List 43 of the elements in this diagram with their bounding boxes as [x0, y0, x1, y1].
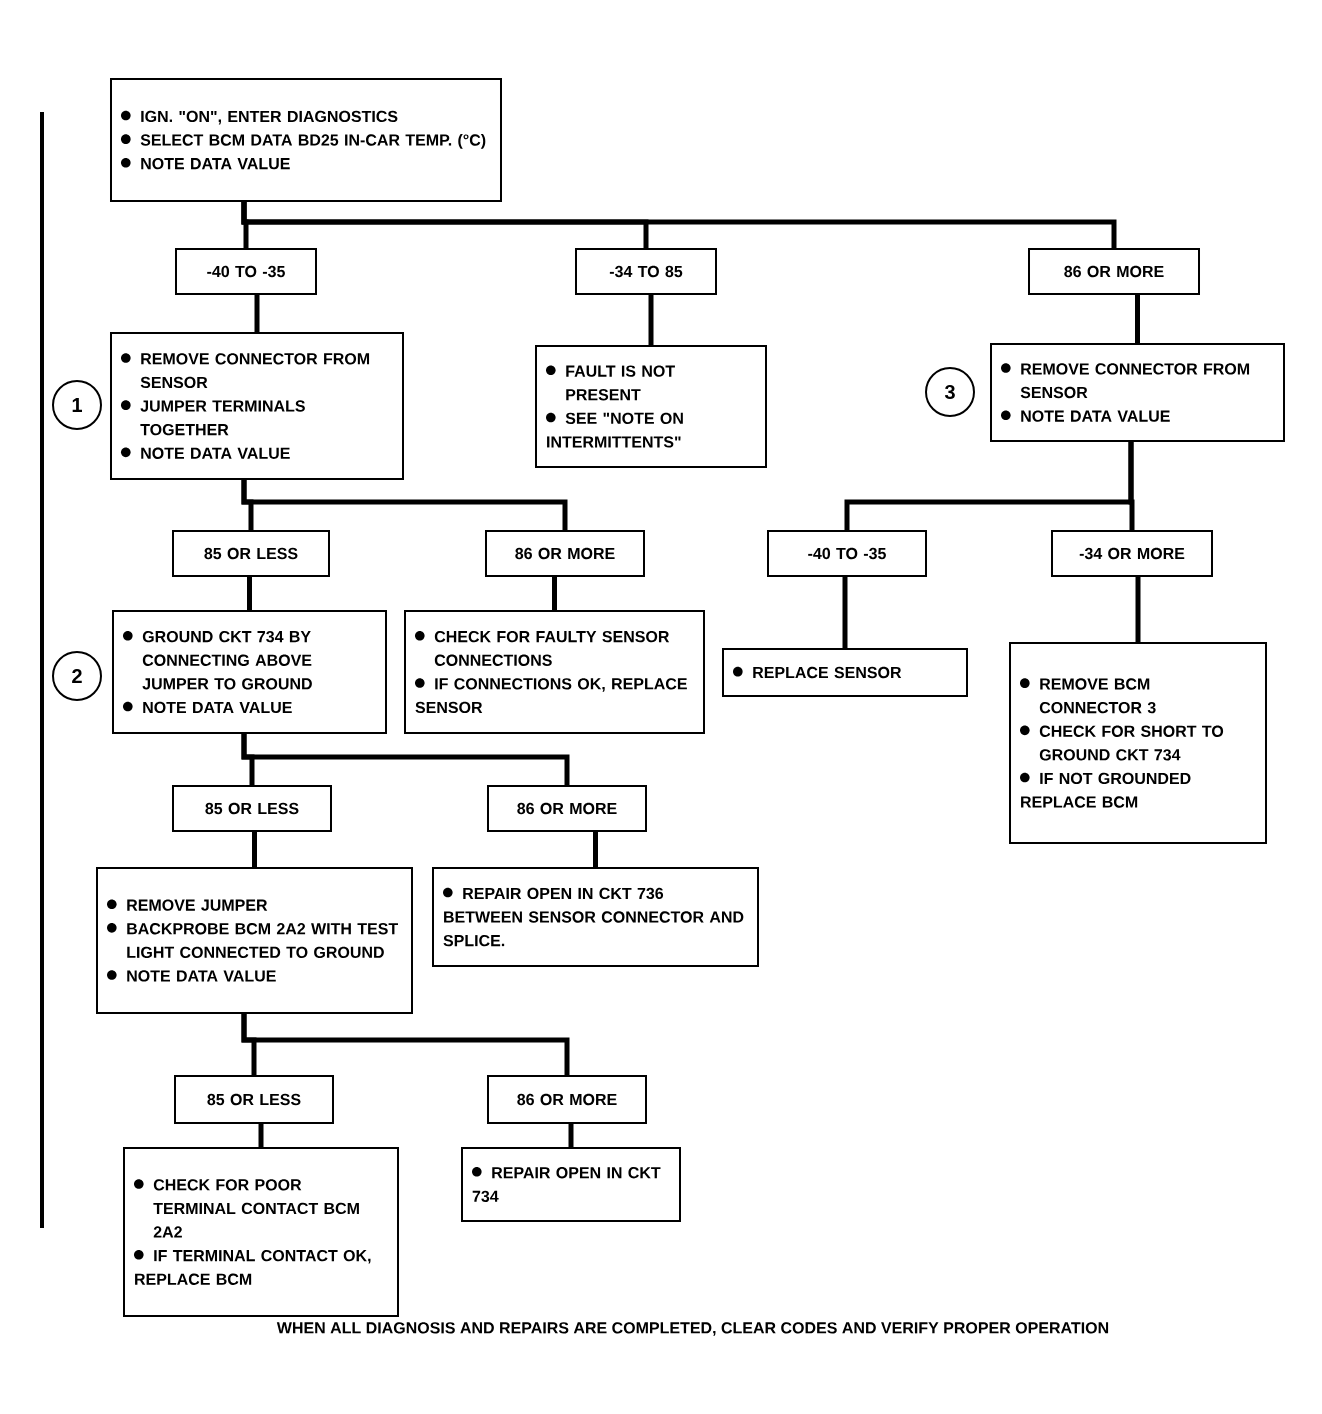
process-box: GROUND CKT 734 BY CONNECTING ABOVE JUMPER TO GROUND NOTE DATA VALUE [112, 610, 387, 734]
connector-line [842, 577, 848, 648]
callout-number: 1 [52, 380, 102, 430]
process-box: CHECK FOR FAULTY SENSOR CONNECTIONS IF CONNECTIONS OK, REPLACE SENSOR [404, 610, 705, 734]
range-box: -34 OR MORE [1051, 530, 1213, 577]
callout-number: 3 [925, 367, 975, 417]
connector-line [241, 1014, 570, 1075]
connector-line [552, 577, 557, 610]
process-box: REPAIR OPEN IN CKT 736 BETWEEN SENSOR CONNECTOR AND SPLICE. [432, 867, 759, 967]
range-box: 85 OR LESS [172, 530, 330, 577]
connector-line [241, 480, 568, 530]
range-box: 85 OR LESS [174, 1075, 334, 1124]
connector-line [1135, 577, 1141, 642]
process-box: REMOVE CONNECTOR FROM SENSOR NOTE DATA VALUE [990, 343, 1285, 442]
range-box: 85 OR LESS [172, 785, 332, 832]
connector-line [252, 832, 257, 867]
range-box: -34 TO 85 [575, 248, 717, 295]
connector-line [648, 295, 654, 345]
range-box: 86 OR MORE [1028, 248, 1200, 295]
connector-line [593, 832, 598, 867]
range-box: -40 TO -35 [175, 248, 317, 295]
range-box: 86 OR MORE [487, 785, 647, 832]
process-box: REPAIR OPEN IN CKT 734 [461, 1147, 681, 1222]
connector-line [241, 734, 570, 785]
callout-number: 2 [52, 651, 102, 701]
connector-line [1128, 442, 1135, 530]
process-box: REMOVE BCM CONNECTOR 3 CHECK FOR SHORT TO GROUND CKT 734 IF NOT GROUNDED REPLACE BCM [1009, 642, 1267, 844]
connector-line [247, 577, 252, 610]
process-box: FAULT IS NOT PRESENT SEE "NOTE ON INTERMITTENTS" [535, 345, 767, 468]
connector-line [258, 1124, 264, 1147]
process-box: REPLACE SENSOR [722, 648, 968, 697]
process-box: REMOVE CONNECTOR FROM SENSOR JUMPER TERMINALS TOGETHER NOTE DATA VALUE [110, 332, 404, 480]
range-box: -40 TO -35 [767, 530, 927, 577]
caption: WHEN ALL DIAGNOSIS AND REPAIRS ARE COMPLETED, CLEAR CODES AND VERIFY PROPER OPERATION [276, 1322, 1109, 1336]
range-box: 86 OR MORE [485, 530, 645, 577]
process-box: IGN. "ON", ENTER DIAGNOSTICS SELECT BCM DATA BD25 IN-CAR TEMP. (°C) NOTE DATA VALUE [110, 78, 502, 202]
connector-line [568, 1124, 574, 1147]
connector-line [254, 295, 260, 332]
connector-line [1135, 295, 1140, 343]
process-box: REMOVE JUMPER BACKPROBE BCM 2A2 WITH TEST LIGHT CONNECTED TO GROUND NOTE DATA VALUE [96, 867, 413, 1014]
process-box: CHECK FOR POOR TERMINAL CONTACT BCM 2A2 IF TERMINAL CONTACT OK, REPLACE BCM [123, 1147, 399, 1317]
range-box: 86 OR MORE [487, 1075, 647, 1124]
connector-line [241, 202, 1117, 248]
